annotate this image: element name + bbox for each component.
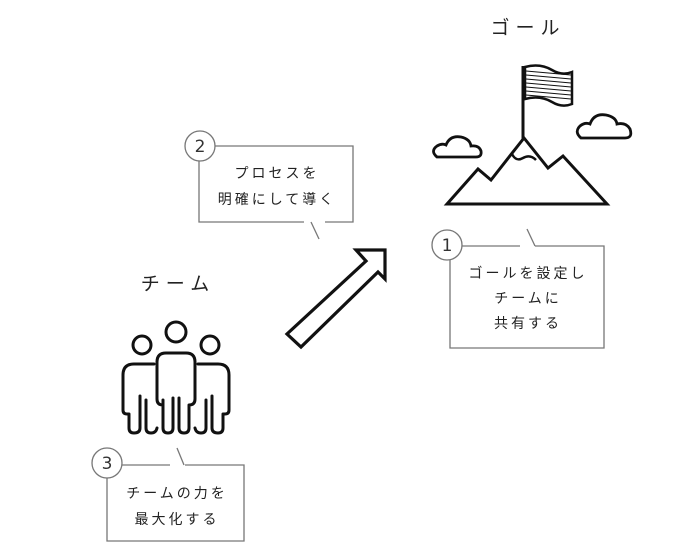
team-people-icon xyxy=(121,320,231,435)
goal-label: ゴール xyxy=(490,17,565,39)
mountain-flag-icon xyxy=(443,64,611,206)
step-2-callout: 2 プロセスを 明確にして導く xyxy=(184,130,354,240)
cloud-icon xyxy=(575,113,633,140)
step-3-line: 最大化する xyxy=(135,512,220,528)
step-3-callout: 3 チームの力を 最大化する xyxy=(91,447,245,542)
step-1-number: 1 xyxy=(442,236,453,256)
arrow-up-right-icon xyxy=(284,248,387,350)
step-3-line: チームの力を xyxy=(126,486,228,502)
step-1-line: ゴールを設定し xyxy=(469,265,588,282)
step-3-badge xyxy=(91,447,123,479)
step-1-callout: 1 ゴールを設定し チームに 共有する xyxy=(431,228,605,349)
step-2-line: プロセスを xyxy=(235,166,320,182)
step-2-badge xyxy=(184,130,216,162)
step-1-line: チームに xyxy=(494,291,562,307)
step-3-number: 3 xyxy=(102,454,113,474)
team-label: チーム xyxy=(141,273,215,295)
flag-stripes xyxy=(525,70,572,100)
step-2-number: 2 xyxy=(195,137,206,157)
cloud-icon xyxy=(432,135,483,159)
step-1-line: 共有する xyxy=(494,316,562,332)
step-2-line: 明確にして導く xyxy=(218,192,337,208)
step-1-badge xyxy=(431,229,463,261)
